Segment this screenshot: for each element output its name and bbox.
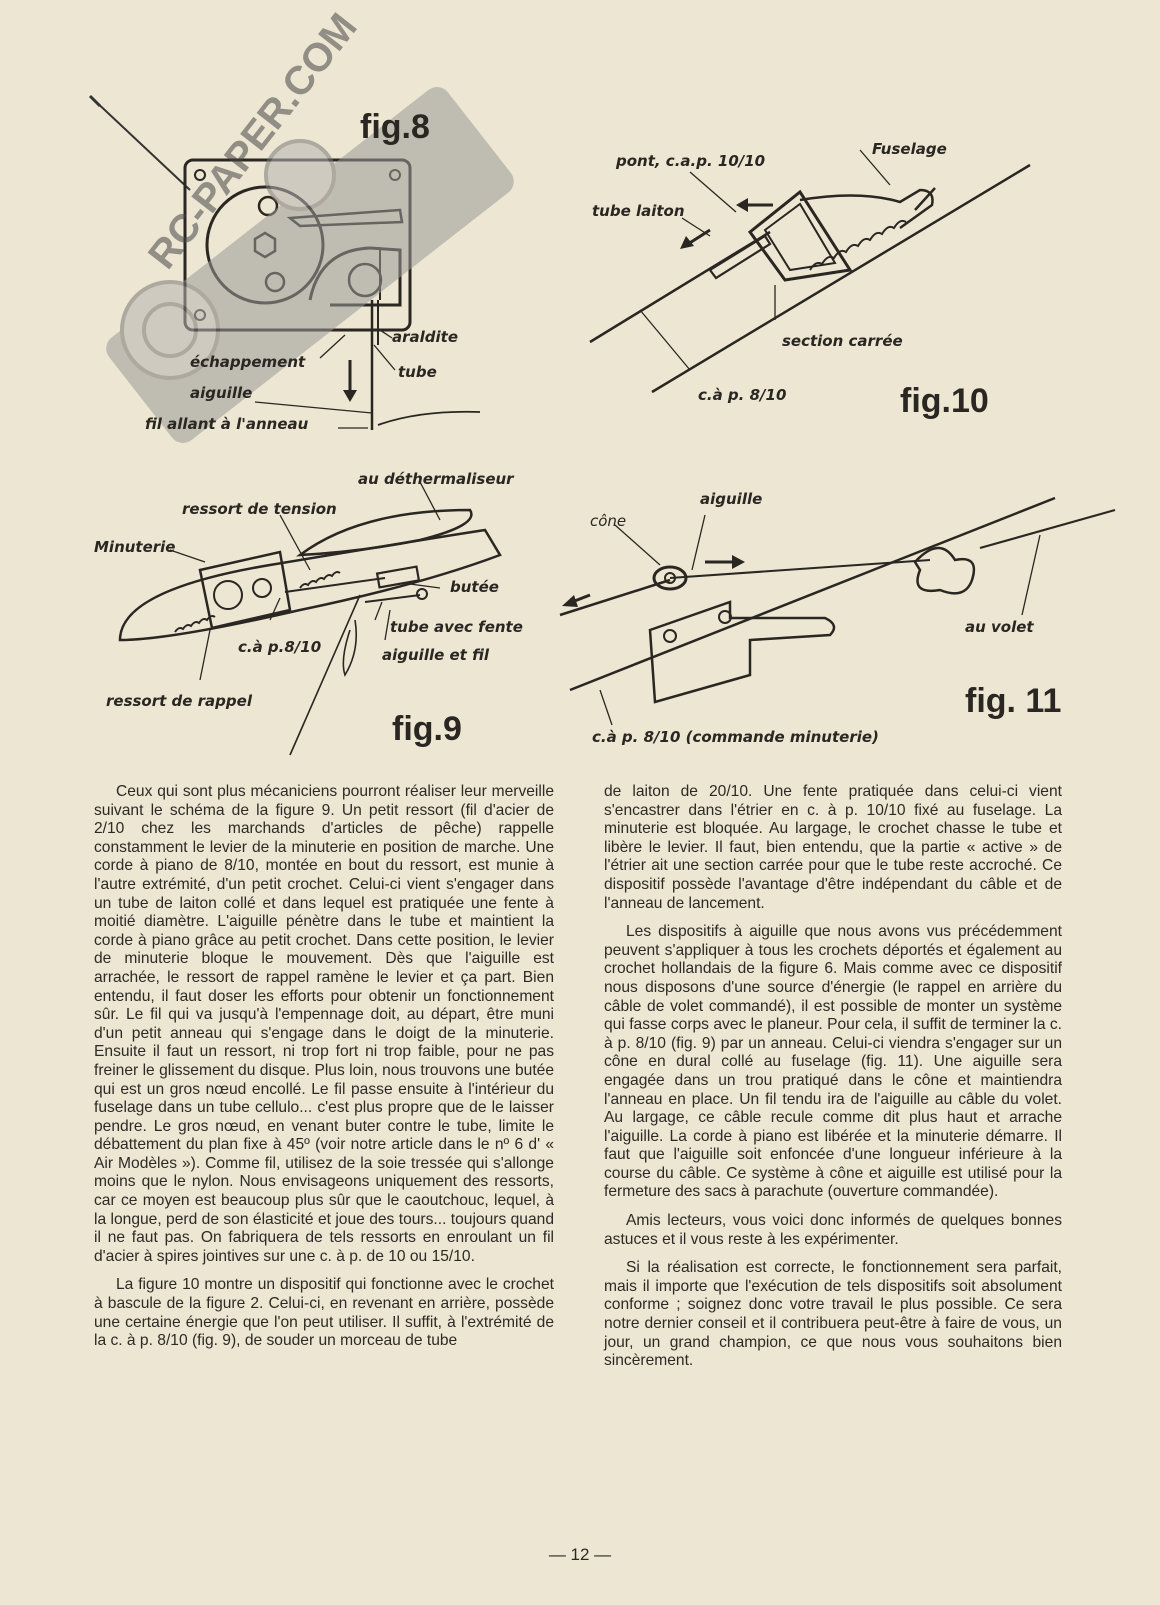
label-cap-9: c.à p.8/10 [238, 638, 322, 656]
page-number: — 12 — [548, 1545, 612, 1564]
figure-11-title: fig. 11 [965, 682, 1062, 720]
label-minuterie: Minuterie [94, 538, 176, 556]
watermark-stamp [106, 87, 514, 443]
right-paragraph-3: Amis lecteurs, vous voici donc informés … [604, 1212, 1062, 1248]
figure-11: aiguille cône au volet c.à p. 8/10 (comm… [559, 490, 1160, 760]
right-paragraph-4: Si la réalisation est correcte, le fonct… [604, 1259, 1062, 1370]
label-pont: pont, c.a.p. 10/10 [616, 152, 766, 170]
figure-10-drawing [589, 149, 1031, 394]
left-paragraph-2: La figure 10 montre un dispositif qui fo… [94, 1276, 554, 1350]
label-tube-fente: tube avec fente [390, 618, 523, 636]
right-paragraph-2: Les dispositifs à aiguille que nous avon… [604, 923, 1062, 1201]
label-ressort-tension: ressort de tension [182, 500, 337, 518]
right-column: de laiton de 20/10. Une fente pratiquée … [604, 783, 1062, 1381]
figure-8-title: fig.8 [360, 108, 430, 146]
figure-9: au déthermaliseur ressort de tension Min… [0, 470, 560, 770]
right-paragraph-1: de laiton de 20/10. Une fente pratiquée … [604, 783, 1062, 912]
figure-9-title: fig.9 [392, 710, 462, 748]
label-fil-anneau: fil allant à l'anneau [145, 415, 309, 433]
label-araldite: araldite [392, 328, 459, 346]
figure-11-drawing [559, 496, 1116, 726]
label-tube-laiton: tube laiton [592, 202, 685, 220]
label-dethermaliseur: au déthermaliseur [358, 470, 514, 488]
label-aiguille: aiguille [190, 384, 253, 402]
label-aiguille-11: aiguille [700, 490, 763, 508]
label-butee: butée [450, 578, 499, 596]
figure-8-drawing [88, 87, 514, 443]
label-cap-commande: c.à p. 8/10 (commande minuterie) [592, 728, 879, 746]
label-fuselage: Fuselage [872, 140, 947, 158]
label-cap-8-10: c.à p. 8/10 [698, 386, 787, 404]
label-echappement: échappement [190, 353, 306, 371]
left-column: Ceux qui sont plus mécaniciens pourront … [94, 783, 554, 1361]
figure-8: RC-PAPER.COM fig.8 araldite tube échappe… [0, 0, 560, 480]
figure-10-title: fig.10 [900, 382, 989, 420]
figure-9-drawing [118, 481, 502, 756]
label-aiguille-fil: aiguille et fil [382, 646, 490, 664]
label-section-carree: section carrée [782, 332, 903, 350]
label-ressort-rappel: ressort de rappel [106, 692, 252, 710]
left-paragraph-1: Ceux qui sont plus mécaniciens pourront … [94, 783, 554, 1265]
label-cone: cône [590, 512, 627, 530]
label-au-volet: au volet [965, 618, 1034, 636]
figure-10: Fuselage pont, c.a.p. 10/10 tube laiton … [560, 120, 1160, 450]
label-tube: tube [398, 363, 437, 381]
